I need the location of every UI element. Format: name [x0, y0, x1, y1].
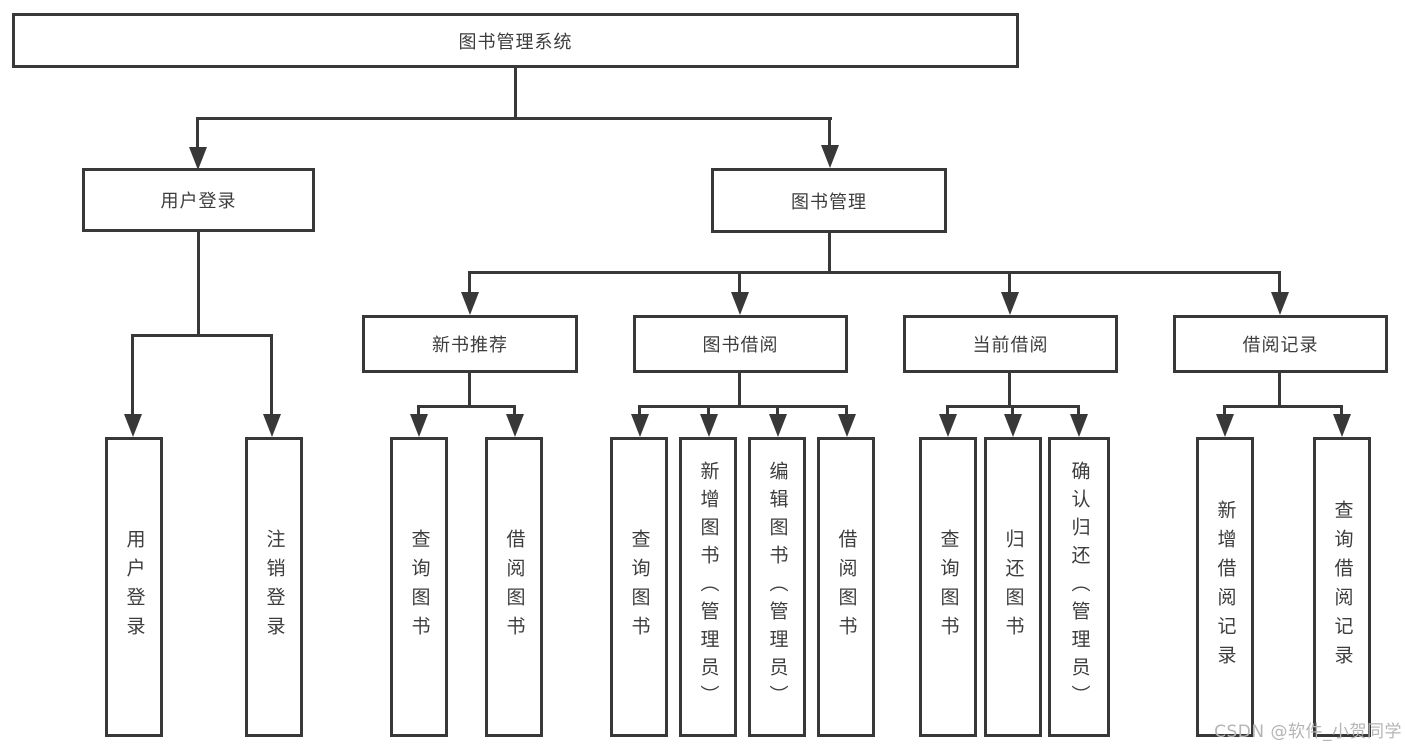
- node-label: 图书管理: [791, 191, 867, 213]
- watermark: CSDN @软件_小贺同学: [1214, 722, 1402, 742]
- arrow-down-icon: [821, 145, 839, 168]
- connector-line: [197, 230, 200, 337]
- leaf-confirm-return-admin: 确认归还（管理员）: [1048, 437, 1110, 737]
- leaf-borrow-books: 借阅图书: [485, 437, 543, 737]
- connector-line: [513, 405, 516, 417]
- connector-line: [1223, 405, 1226, 417]
- connector-line: [131, 334, 134, 416]
- connector-line: [1077, 405, 1080, 417]
- leaf-query-borrow-record: 查询借阅记录: [1313, 437, 1371, 737]
- arrow-down-icon: [1004, 414, 1022, 437]
- leaf-label: 借阅图书: [835, 529, 858, 645]
- arrow-down-icon: [1070, 414, 1088, 437]
- connector-line: [468, 271, 471, 294]
- leaf-label: 借阅图书: [503, 529, 526, 645]
- arrow-down-icon: [838, 414, 856, 437]
- arrow-down-icon: [700, 414, 718, 437]
- leaf-add-borrow-record: 新增借阅记录: [1196, 437, 1254, 737]
- arrow-down-icon: [410, 414, 428, 437]
- leaf-query-books: 查询图书: [390, 437, 448, 737]
- node-borrow-records: 借阅记录: [1173, 315, 1388, 373]
- leaf-label: 查询图书: [937, 529, 960, 645]
- leaf-label: 查询图书: [408, 529, 431, 645]
- leaf-return-book: 归还图书: [984, 437, 1042, 737]
- node-user-login: 用户登录: [82, 168, 315, 232]
- connector-line: [468, 371, 471, 408]
- connector-line: [1011, 405, 1014, 417]
- connector-line: [1278, 271, 1281, 294]
- connector-line: [946, 405, 949, 417]
- connector-line: [417, 405, 516, 408]
- leaf-borrow-books: 借阅图书: [817, 437, 875, 737]
- connector-line: [828, 231, 831, 274]
- arrow-down-icon: [631, 414, 649, 437]
- node-new-book-recommend: 新书推荐: [362, 315, 578, 373]
- arrow-down-icon: [1216, 414, 1234, 437]
- arrow-down-icon: [1271, 292, 1289, 315]
- arrow-down-icon: [124, 414, 142, 437]
- connector-line: [196, 117, 832, 120]
- connector-line: [1223, 405, 1342, 408]
- connector-line: [1278, 371, 1281, 408]
- connector-line: [196, 117, 199, 149]
- arrow-down-icon: [731, 292, 749, 315]
- node-label: 图书管理系统: [458, 31, 573, 53]
- connector-line: [738, 371, 741, 408]
- arrow-down-icon: [506, 414, 524, 437]
- connector-line: [776, 405, 779, 417]
- connector-line: [1008, 371, 1011, 408]
- arrow-down-icon: [189, 147, 207, 170]
- leaf-user-login: 用户登录: [105, 437, 163, 737]
- arrow-down-icon: [263, 414, 281, 437]
- connector-line: [638, 405, 641, 417]
- arrow-down-icon: [769, 414, 787, 437]
- leaf-label: 查询借阅记录: [1331, 500, 1354, 674]
- leaf-label: 查询图书: [628, 529, 651, 645]
- node-book-borrow: 图书借阅: [633, 315, 848, 373]
- node-label: 图书借阅: [702, 335, 779, 356]
- connector-line: [131, 334, 273, 337]
- leaf-label: 编辑图书（管理员）: [766, 461, 789, 713]
- leaf-label: 确认归还（管理员）: [1068, 461, 1091, 713]
- connector-line: [707, 405, 710, 417]
- connector-line: [270, 334, 273, 416]
- leaf-label: 新增图书（管理员）: [697, 461, 720, 713]
- arrow-down-icon: [939, 414, 957, 437]
- node-book-management: 图书管理: [711, 168, 947, 233]
- node-root-system: 图书管理系统: [12, 13, 1019, 68]
- node-label: 借阅记录: [1242, 335, 1319, 356]
- leaf-query-books: 查询图书: [610, 437, 668, 737]
- connector-line: [845, 405, 848, 417]
- leaf-edit-book-admin: 编辑图书（管理员）: [748, 437, 806, 737]
- node-label: 当前借阅: [972, 335, 1049, 356]
- connector-line: [514, 66, 517, 120]
- leaf-label: 注销登录: [263, 529, 286, 645]
- connector-line: [638, 405, 847, 408]
- arrow-down-icon: [461, 292, 479, 315]
- leaf-label: 归还图书: [1002, 529, 1025, 645]
- node-current-borrow: 当前借阅: [903, 315, 1118, 373]
- leaf-label: 用户登录: [123, 529, 146, 645]
- leaf-label: 新增借阅记录: [1214, 500, 1237, 674]
- arrow-down-icon: [1333, 414, 1351, 437]
- connector-line: [1340, 405, 1343, 417]
- node-label: 用户登录: [160, 191, 237, 212]
- connector-line: [738, 271, 741, 294]
- connector-line: [468, 271, 1281, 274]
- leaf-query-books: 查询图书: [919, 437, 977, 737]
- arrow-down-icon: [1001, 292, 1019, 315]
- connector-line: [417, 405, 420, 417]
- leaf-logout: 注销登录: [245, 437, 303, 737]
- connector-line: [1008, 271, 1011, 294]
- node-label: 新书推荐: [432, 335, 508, 356]
- leaf-add-book-admin: 新增图书（管理员）: [679, 437, 737, 737]
- connector-line: [828, 117, 831, 147]
